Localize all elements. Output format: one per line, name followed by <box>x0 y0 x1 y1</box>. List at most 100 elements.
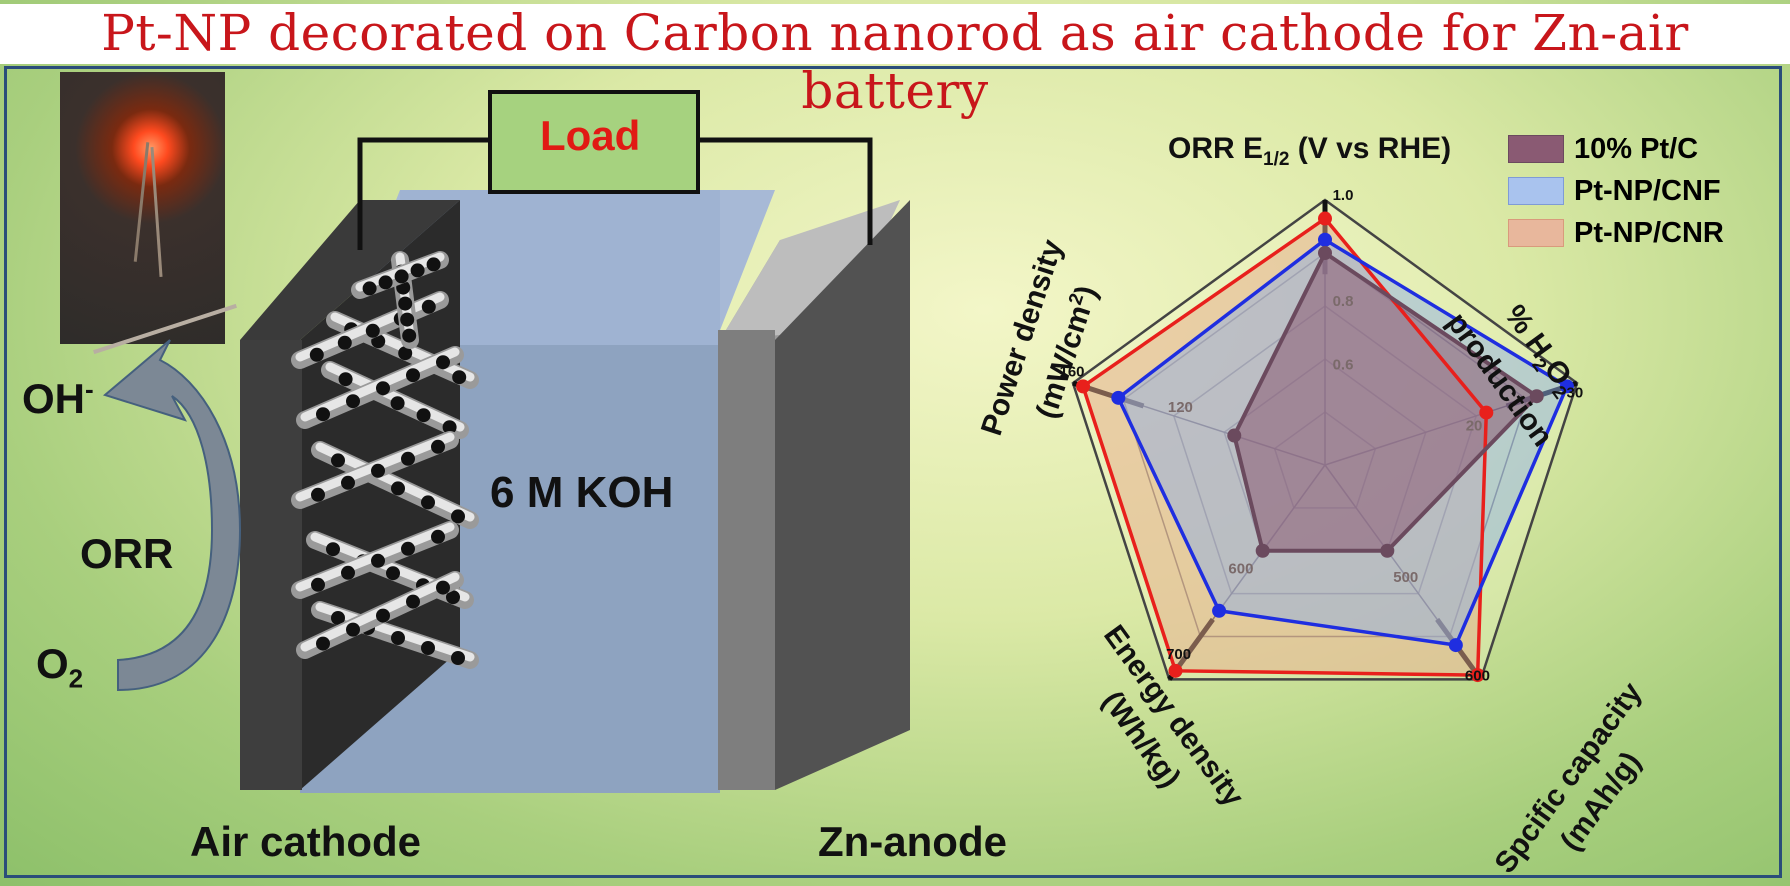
radar-point <box>1318 211 1332 226</box>
pt-nanoparticle <box>378 275 393 290</box>
pt-nanoparticle <box>316 407 330 422</box>
oxygen-subscript: 2 <box>68 663 84 694</box>
cathode-label: Air cathode <box>190 818 422 865</box>
axis-title-orr-rest: (V vs RHE) <box>1289 132 1452 165</box>
pt-nanoparticle <box>436 580 450 595</box>
pt-nanoparticle <box>365 323 380 338</box>
radar-tick-label: 600 <box>1228 560 1253 577</box>
legend: 10% Pt/C Pt-NP/CNF Pt-NP/CNR <box>1508 128 1768 254</box>
title: Pt-NP decorated on Carbon nanorod as air… <box>0 4 1790 120</box>
oxygen-text: O <box>36 640 69 687</box>
pt-nanoparticle <box>398 346 413 361</box>
pt-nanoparticle <box>401 451 415 466</box>
radar-point <box>1448 638 1463 653</box>
pt-nanoparticle <box>371 463 385 478</box>
hydroxide-label: OH- <box>22 374 94 423</box>
wire-left <box>357 137 490 250</box>
radar-point <box>1380 543 1395 558</box>
radar-point <box>1168 663 1183 678</box>
pt-nanoparticle <box>311 577 325 592</box>
radar-tick-label: 20 <box>1466 417 1483 434</box>
pt-nanoparticle <box>316 636 330 651</box>
load-box <box>488 90 700 194</box>
radar-point <box>1470 668 1485 683</box>
pt-nanoparticle <box>446 590 460 605</box>
legend-item: Pt-NP/CNF <box>1508 170 1768 212</box>
axis-title-orr: ORR E1/2 (V vs RHE) <box>1168 132 1451 171</box>
pt-nanoparticle <box>436 355 450 370</box>
load-label: Load <box>540 112 641 159</box>
radar-point <box>1227 428 1242 443</box>
hydroxide-charge: - <box>85 374 94 404</box>
pt-nanoparticle <box>421 641 435 655</box>
radar-area <box>1234 253 1537 551</box>
radar-line <box>1232 250 1540 553</box>
anode-plate <box>718 330 775 790</box>
cathode-top <box>240 200 460 340</box>
pt-nanoparticle <box>341 565 355 580</box>
anode-face <box>775 200 910 790</box>
pt-nanoparticle <box>341 475 355 490</box>
radar-point <box>1318 232 1332 247</box>
radar-tick-label: 600 <box>1465 668 1490 685</box>
anode-top <box>720 200 900 340</box>
pt-nanoparticle <box>331 611 345 625</box>
radar-point <box>1111 390 1126 405</box>
pt-nanoparticle <box>416 408 431 423</box>
electrolyte-label: 6 M KOH <box>490 468 674 517</box>
pt-nanoparticle <box>452 370 467 385</box>
oxygen-label: O2 <box>36 640 83 694</box>
pt-nanoparticle <box>442 420 457 435</box>
legend-item: 10% Pt/C <box>1508 128 1768 170</box>
pt-nanoparticle <box>362 281 377 296</box>
radar-line <box>1080 216 1489 677</box>
pt-nanoparticle <box>398 296 413 311</box>
legend-swatch <box>1508 177 1564 205</box>
pt-nanoparticle <box>391 631 405 645</box>
radar-point <box>1076 379 1091 394</box>
pt-nanoparticle <box>426 257 441 272</box>
legend-label: Pt-NP/CNF <box>1574 174 1721 207</box>
radar-tick-label: 500 <box>1393 569 1418 586</box>
pt-nanoparticle <box>406 594 420 609</box>
cathode-side <box>240 340 302 790</box>
pt-nanoparticle <box>431 439 445 454</box>
pt-nanoparticle <box>376 381 390 396</box>
pt-nanoparticle <box>346 394 360 409</box>
pt-nanoparticle <box>371 553 385 568</box>
pt-nanoparticle <box>346 622 360 637</box>
pt-nanoparticle <box>421 299 436 314</box>
hydroxide-text: OH <box>22 375 85 422</box>
radar-tick-label: 30 <box>1567 385 1584 402</box>
wire-right <box>698 137 873 245</box>
legend-item: Pt-NP/CNR <box>1508 212 1768 254</box>
orr-arrow <box>102 339 242 692</box>
radar-tick-label: 160 <box>1059 364 1084 381</box>
pt-nanoparticle <box>309 347 324 362</box>
content-frame <box>4 66 1782 878</box>
radar-tick-label: 120 <box>1168 399 1193 416</box>
pt-nanoparticle <box>451 509 465 524</box>
pt-nanoparticle <box>410 263 425 278</box>
pt-nanoparticle <box>406 368 420 383</box>
pt-nanoparticle <box>394 269 409 284</box>
radar-point <box>1212 603 1227 618</box>
pt-nanoparticle <box>376 608 390 623</box>
pt-nanoparticle <box>386 566 400 581</box>
led-photo <box>60 72 237 355</box>
pt-nanoparticle <box>401 541 415 556</box>
legend-swatch <box>1508 135 1564 163</box>
pt-nanoparticle <box>400 312 415 327</box>
radar-point <box>1255 543 1270 558</box>
radar-tick-label: 1.0 <box>1333 187 1354 204</box>
pt-nanoparticle <box>391 481 405 496</box>
legend-swatch <box>1508 219 1564 247</box>
pt-nanoparticle <box>337 335 352 350</box>
radar-tick-label: 700 <box>1166 646 1191 663</box>
legend-label: 10% Pt/C <box>1574 132 1699 165</box>
radar-tick-label: 0.8 <box>1333 293 1354 310</box>
pt-nanoparticle <box>402 328 417 343</box>
carbon-nanorods <box>291 251 479 669</box>
